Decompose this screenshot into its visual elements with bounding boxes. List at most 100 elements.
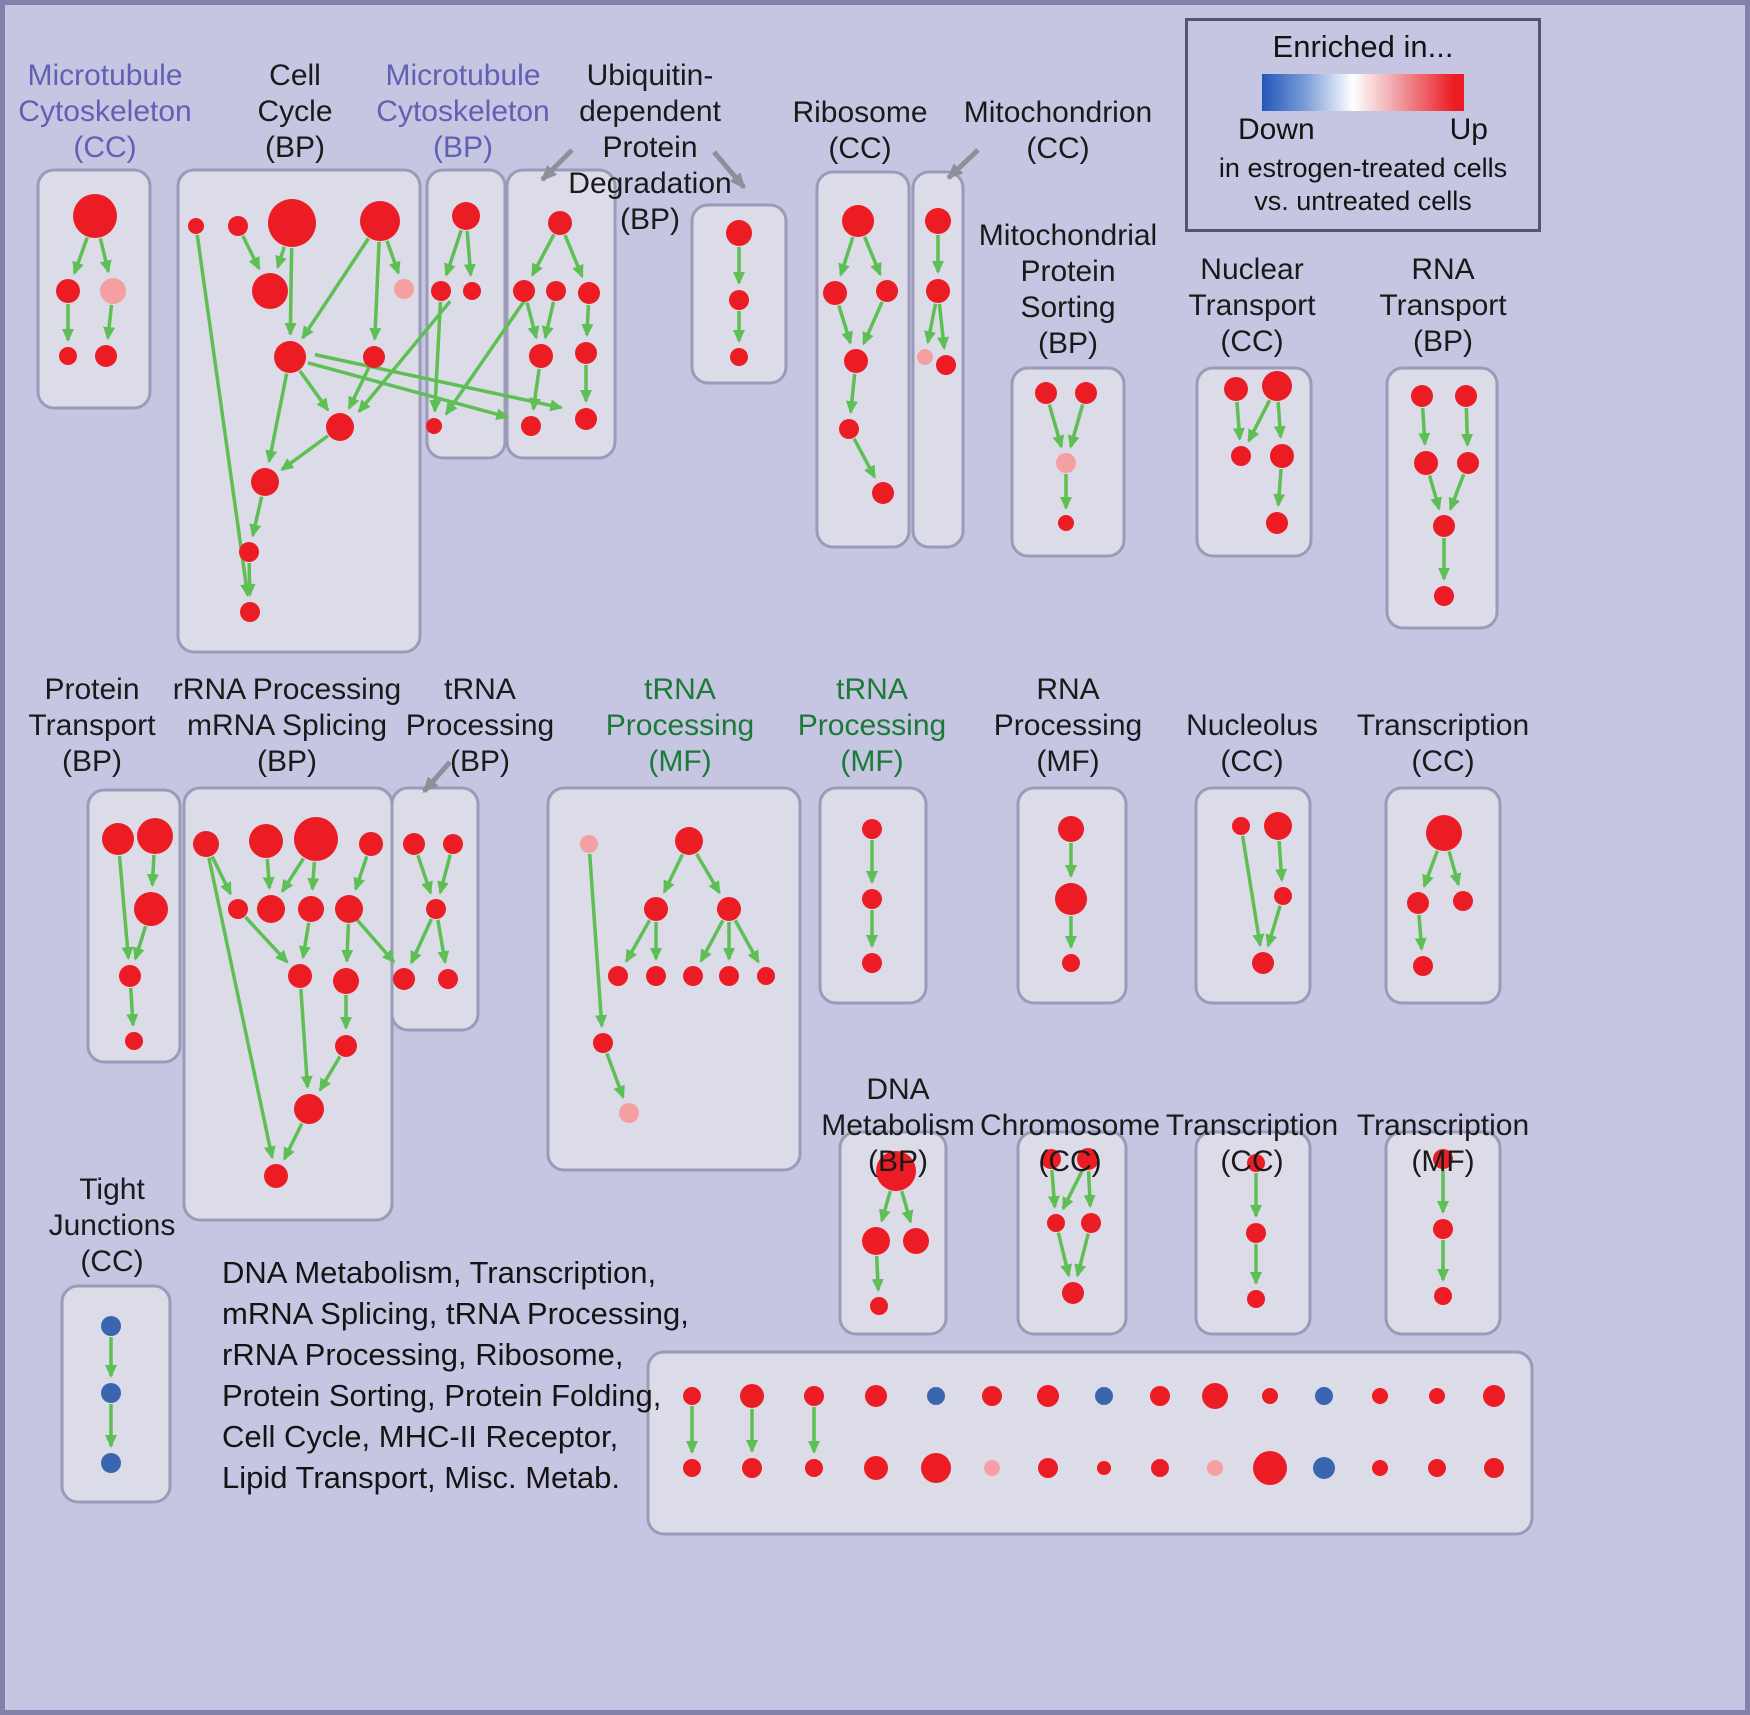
go-node-blue bbox=[1313, 1457, 1335, 1479]
go-node-red bbox=[872, 482, 894, 504]
label-transcription-cc-upper: Transcription(CC) bbox=[1356, 709, 1530, 778]
go-node-red bbox=[1246, 1223, 1266, 1243]
misc-cluster-text-line: rRNA Processing, Ribosome, bbox=[222, 1337, 624, 1372]
go-node-red bbox=[294, 817, 338, 861]
graph-edge bbox=[429, 301, 443, 414]
go-node-red bbox=[1413, 956, 1433, 976]
label-chromosome-cc: Chromosome(CC) bbox=[979, 1109, 1161, 1178]
go-node-blue bbox=[101, 1316, 121, 1336]
go-node-red bbox=[426, 418, 442, 434]
go-node-red bbox=[1058, 515, 1074, 531]
go-node-red bbox=[870, 1297, 888, 1315]
graph-edge bbox=[624, 919, 652, 963]
go-node-red bbox=[1231, 446, 1251, 466]
go-node-red bbox=[862, 819, 882, 839]
go-node-red bbox=[1483, 1385, 1505, 1407]
go-node-red bbox=[1038, 1458, 1058, 1478]
graph-edge bbox=[357, 300, 452, 414]
go-node-red bbox=[1058, 816, 1084, 842]
graph-edge bbox=[1273, 401, 1286, 440]
graph-edge bbox=[416, 854, 433, 895]
go-node-red bbox=[298, 896, 324, 922]
graph-edge bbox=[307, 361, 510, 421]
go-node-pink bbox=[917, 349, 933, 365]
go-node-red bbox=[73, 194, 117, 238]
go-node-red bbox=[359, 832, 383, 856]
go-node-blue bbox=[1315, 1387, 1333, 1405]
go-node-red bbox=[839, 419, 859, 439]
go-node-red bbox=[335, 1035, 357, 1057]
go-node-blue bbox=[1095, 1387, 1113, 1405]
go-node-red bbox=[102, 823, 134, 855]
graph-edge bbox=[352, 915, 396, 964]
misc-cluster-text-line: Lipid Transport, Misc. Metab. bbox=[222, 1460, 620, 1495]
graph-edge bbox=[837, 304, 853, 345]
go-node-red bbox=[333, 968, 359, 994]
graph-edge bbox=[1047, 404, 1065, 449]
graph-edge bbox=[244, 915, 289, 964]
graph-edge bbox=[249, 496, 264, 538]
legend-axis-labels: Down Up bbox=[1238, 113, 1488, 147]
graph-edge bbox=[341, 923, 354, 964]
go-node-red bbox=[119, 965, 141, 987]
go-node-red bbox=[1232, 817, 1250, 835]
go-node-red bbox=[742, 1458, 762, 1478]
go-node-red bbox=[1433, 1149, 1453, 1169]
graph-edge bbox=[1074, 1233, 1090, 1278]
legend-context-line-2: vs. untreated cells bbox=[1254, 186, 1472, 216]
cluster-box-transcription-cc-upper bbox=[1384, 786, 1502, 1005]
graph-edge bbox=[307, 861, 320, 892]
label-pointer-arrow bbox=[540, 148, 574, 182]
go-node-blue bbox=[927, 1387, 945, 1405]
go-node-red bbox=[1252, 952, 1274, 974]
go-node-red bbox=[1274, 887, 1292, 905]
go-node-red bbox=[1247, 1154, 1265, 1172]
go-node-red bbox=[1055, 883, 1087, 915]
cluster-box-trna-processing-mf-1 bbox=[546, 786, 802, 1172]
go-node-red bbox=[804, 1386, 824, 1406]
go-node-pink bbox=[580, 835, 598, 853]
go-node-red bbox=[675, 827, 703, 855]
cluster-box-rna-transport bbox=[1385, 366, 1499, 630]
graph-edge bbox=[541, 301, 556, 340]
go-node-red bbox=[1062, 1282, 1084, 1304]
graph-edge bbox=[1447, 850, 1462, 887]
graph-edge bbox=[265, 373, 289, 464]
graph-edge bbox=[318, 1055, 342, 1092]
legend-context-line-1: in estrogen-treated cells bbox=[1218, 153, 1508, 183]
graph-edge bbox=[436, 919, 450, 965]
graph-edge bbox=[1422, 850, 1440, 889]
misc-cluster-text: DNA Metabolism, Transcription,mRNA Splic… bbox=[222, 1252, 689, 1498]
graph-edge bbox=[1427, 475, 1442, 511]
go-node-red bbox=[644, 897, 668, 921]
go-node-red bbox=[95, 345, 117, 367]
graph-edge bbox=[409, 918, 434, 965]
graph-edge bbox=[262, 858, 275, 891]
go-node-red bbox=[1075, 382, 1097, 404]
go-node-red bbox=[862, 953, 882, 973]
graph-edge bbox=[862, 236, 882, 277]
go-node-red bbox=[1097, 1461, 1111, 1475]
go-node-red bbox=[862, 889, 882, 909]
graph-edge bbox=[1067, 404, 1085, 449]
go-node-red bbox=[548, 211, 572, 235]
graph-edge bbox=[243, 562, 256, 598]
go-node-red bbox=[726, 220, 752, 246]
go-node-red bbox=[137, 818, 173, 854]
graph-edge bbox=[662, 853, 685, 894]
label-ribosome-cc: Ribosome(CC) bbox=[792, 96, 928, 165]
graph-edge bbox=[695, 853, 721, 895]
go-node-red bbox=[56, 279, 80, 303]
graph-edge bbox=[126, 987, 139, 1028]
go-node-red bbox=[393, 968, 415, 990]
go-node-red bbox=[1429, 1388, 1445, 1404]
graph-edge bbox=[1414, 914, 1427, 952]
cluster-box-nuclear-transport bbox=[1195, 366, 1313, 558]
